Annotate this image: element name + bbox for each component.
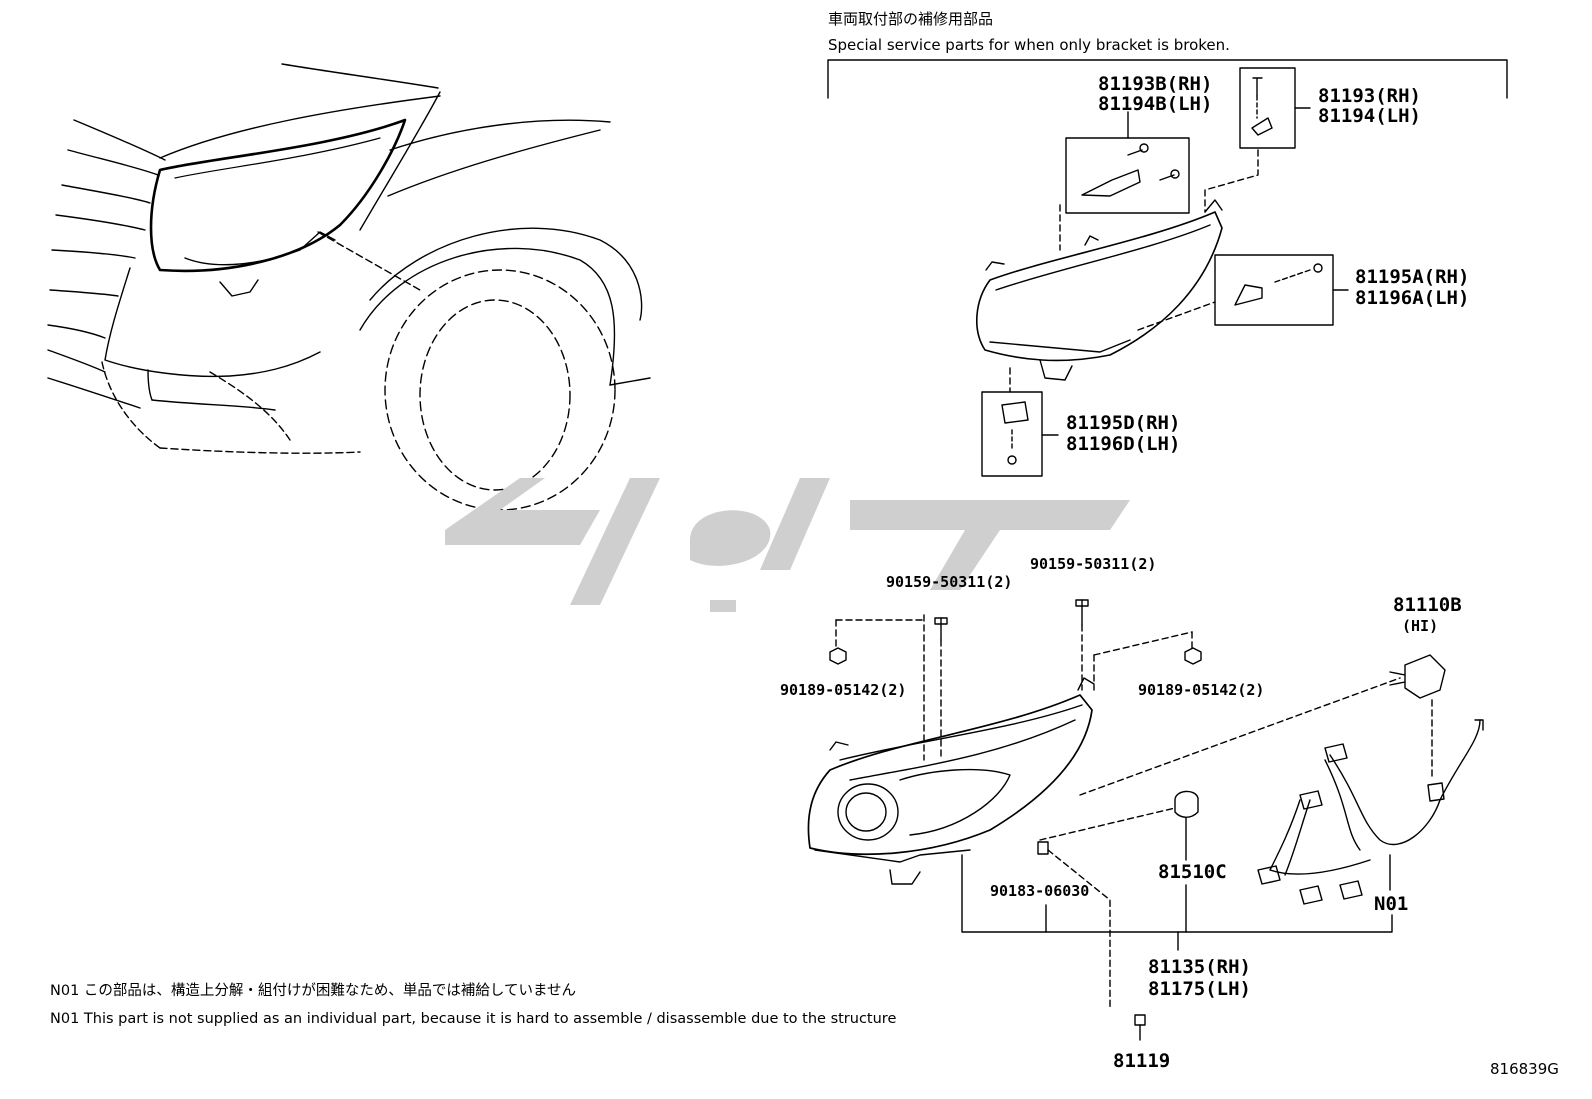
wiring-harness-n01 xyxy=(1257,719,1484,905)
footnote-jp: N01 この部品は、構造上分解・組付けが困難なため、単品では補給していません xyxy=(50,983,577,999)
vehicle-front-illustration xyxy=(47,63,651,511)
assembly-bracket xyxy=(961,854,1393,933)
note-ref-n01: N01 xyxy=(1374,893,1409,915)
screw-90159-left: 90159-50311(2) xyxy=(886,573,1013,591)
header-en: Special service parts for when only brac… xyxy=(828,36,1230,54)
nut-90189-left: 90189-05142(2) xyxy=(780,681,907,699)
bulb-81110b xyxy=(1404,654,1446,699)
header-bracket xyxy=(827,59,1508,99)
bracket-kit-81195d-box xyxy=(981,391,1043,477)
part-81110b-hi: (HI) xyxy=(1402,617,1439,635)
nut-90189-right: 90189-05142(2) xyxy=(1138,681,1265,699)
bracket-kit-81193-box xyxy=(1239,67,1296,149)
upper-headlamp-assembly xyxy=(975,199,1223,381)
header-jp: 車両取付部の補修用部品 xyxy=(828,10,994,28)
figure-code: 816839G xyxy=(1490,1060,1559,1078)
part-81175: 81175(LH) xyxy=(1148,978,1251,1000)
part-81195d: 81195D(RH) xyxy=(1066,412,1181,434)
watermark-logo xyxy=(445,478,1130,612)
part-81119: 81119 xyxy=(1113,1050,1171,1072)
clip-90183: 90183-06030 xyxy=(990,882,1090,900)
part-81196d: 81196D(LH) xyxy=(1066,433,1181,455)
footnote-en: N01 This part is not supplied as an indi… xyxy=(50,1011,897,1027)
bulb-81510c xyxy=(1174,790,1199,818)
main-headlamp-assembly xyxy=(807,677,1095,885)
part-81110b: 81110B xyxy=(1393,594,1462,616)
part-81135: 81135(RH) xyxy=(1148,956,1251,978)
part-81196a: 81196A(LH) xyxy=(1355,287,1470,309)
part-81194b: 81194B(LH) xyxy=(1098,93,1213,115)
part-81510c: 81510C xyxy=(1158,861,1227,883)
part-81193: 81193(RH) xyxy=(1318,85,1421,107)
screw-90159-right: 90159-50311(2) xyxy=(1030,555,1157,573)
part-81195a: 81195A(RH) xyxy=(1355,266,1470,288)
part-81194: 81194(LH) xyxy=(1318,105,1421,127)
part-81193b: 81193B(RH) xyxy=(1098,73,1213,95)
